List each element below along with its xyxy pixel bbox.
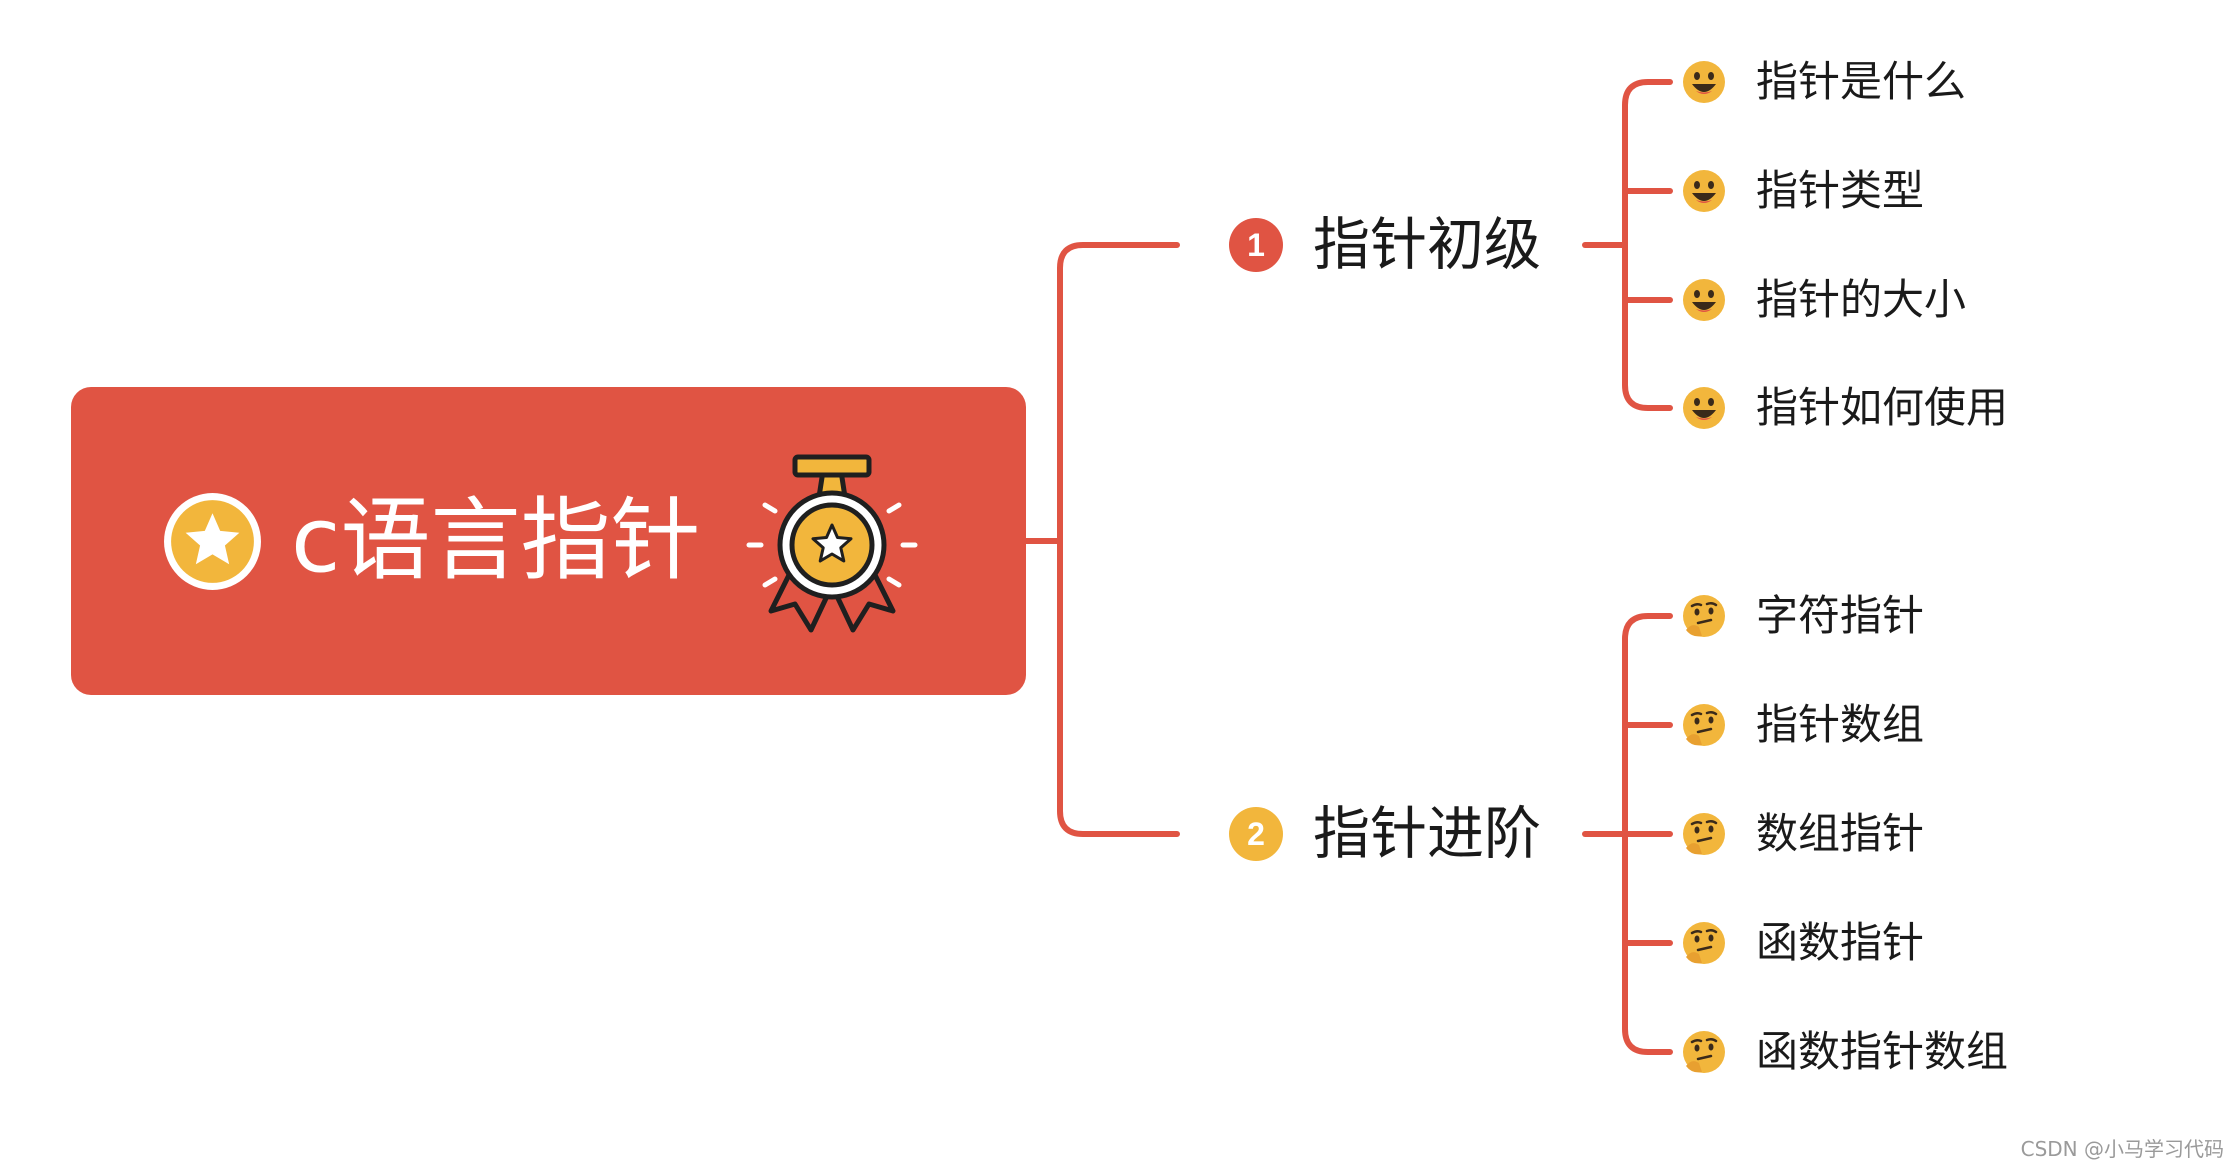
leaf-label[interactable]: 函数指针 bbox=[1756, 918, 1925, 967]
grinning-face-icon bbox=[1683, 387, 1725, 429]
root-node[interactable]: c语言指针 bbox=[71, 387, 1026, 695]
thinking-face-icon bbox=[1683, 704, 1725, 746]
leaf-label[interactable]: 指针如何使用 bbox=[1756, 383, 2009, 432]
branch-number-1: 1 bbox=[1247, 227, 1265, 263]
leaf-label[interactable]: 指针的大小 bbox=[1756, 275, 1967, 324]
root-title: c语言指针 bbox=[291, 488, 701, 593]
watermark: CSDN @小马学习代码 bbox=[2020, 1137, 2224, 1161]
grinning-face-icon bbox=[1683, 279, 1725, 321]
leaf-label[interactable]: 指针数组 bbox=[1756, 700, 1925, 749]
branch-label-2[interactable]: 指针进阶 bbox=[1313, 801, 1541, 867]
grinning-face-icon bbox=[1683, 170, 1725, 212]
leaf-label[interactable]: 字符指针 bbox=[1756, 591, 1925, 640]
leaf-label[interactable]: 函数指针数组 bbox=[1756, 1027, 2009, 1076]
grinning-face-icon bbox=[1683, 61, 1725, 103]
star-badge-icon bbox=[164, 493, 261, 590]
branch-1-leaf-connector bbox=[1622, 79, 1673, 411]
branch-number-2: 2 bbox=[1247, 816, 1265, 852]
thinking-face-icon bbox=[1683, 595, 1725, 637]
thinking-face-icon bbox=[1683, 813, 1725, 855]
branch-number-2-icon: 2 bbox=[1229, 807, 1283, 861]
leaf-label[interactable]: 指针是什么 bbox=[1756, 57, 1967, 106]
root-connector-branch-1 bbox=[1057, 242, 1180, 544]
root-connector-branch-2 bbox=[1057, 538, 1180, 837]
branch-number-1-icon: 1 bbox=[1229, 218, 1283, 272]
leaf-label[interactable]: 指针类型 bbox=[1756, 166, 1925, 215]
leaf-label[interactable]: 数组指针 bbox=[1756, 809, 1925, 858]
thinking-face-icon bbox=[1683, 922, 1725, 964]
thinking-face-icon bbox=[1683, 1031, 1725, 1073]
award-medal-icon bbox=[746, 454, 918, 633]
branch-label-1[interactable]: 指针初级 bbox=[1313, 212, 1541, 278]
